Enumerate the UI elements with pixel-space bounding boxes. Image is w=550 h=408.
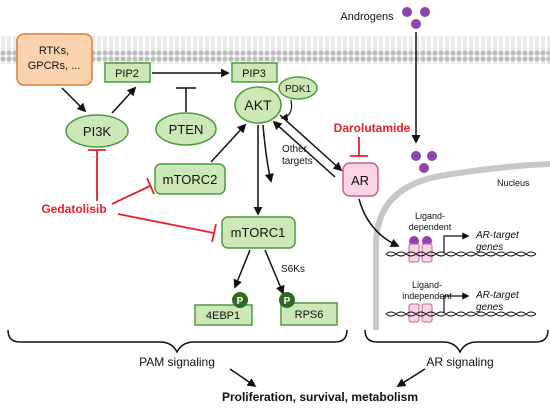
darolutamide-label: Darolutamide (334, 121, 411, 135)
ar-node (342, 162, 379, 197)
ar-label: AR (351, 173, 369, 188)
ar-target-genes-label-line2: genes (476, 242, 503, 253)
androgen-molecule (420, 7, 430, 17)
ar-target-genes-label-line1: AR-target (475, 230, 520, 241)
pip2-node (104, 62, 151, 83)
outcome-label: Proliferation, survival, metabolism (222, 390, 418, 404)
ar-target-genes-label-line1: AR-target (475, 290, 520, 301)
akt-label: AKT (244, 97, 272, 113)
eif4ebp1-node (194, 304, 253, 326)
other-targets-label-line1: Other (282, 144, 308, 155)
phospho-badge (279, 292, 295, 308)
gedatolisib-to-mtorc2-line (111, 185, 151, 205)
phospho-label: P (284, 296, 291, 307)
androgen-molecule (427, 151, 437, 161)
dna-strand (385, 251, 537, 257)
akt-node (234, 86, 282, 124)
mtorc1-label: mTORC1 (231, 225, 286, 240)
mtorc2-to-akt-arrow (210, 123, 247, 163)
pten-label: PTEN (169, 122, 204, 137)
dna-strand (385, 311, 537, 317)
pam-signaling-brace (7, 329, 348, 354)
gedatolisib-label: Gedatolisib (41, 202, 106, 216)
gedatolisib-to-mtorc1-bar (211, 223, 217, 243)
mtorc2-label: mTORC2 (163, 172, 218, 187)
pip3-node (231, 62, 278, 83)
eif4ebp1-label: 4EBP1 (206, 310, 240, 322)
receptors-box (16, 33, 93, 86)
receptors-label-line2: GPCRs, ... (28, 60, 81, 72)
transcription-arrow (443, 232, 470, 253)
pam-signaling-label: PAM signaling (139, 355, 215, 369)
androgen-molecule (419, 163, 429, 173)
pam-to-outcome-arrow (229, 368, 257, 388)
dna-strand (385, 251, 537, 257)
pdk1-node (278, 76, 318, 100)
ar-to-nucleus-arrow (358, 198, 400, 248)
akt-to-ar-arrow (279, 114, 343, 172)
ligand-independent-label-line1: Ligand- (412, 280, 442, 290)
mtorc1-to-4ebp1-arrow (233, 249, 251, 289)
ar-signaling-brace (364, 329, 549, 354)
ligand-dependent-label-line2: dependent (409, 222, 452, 232)
receptors-label-line1: RTKs, (39, 45, 69, 57)
pi3k-to-pip-arrow (111, 86, 137, 114)
pi3k-label: PI3K (83, 124, 112, 139)
pdk1-label: PDK1 (285, 84, 312, 95)
rps6-label: RPS6 (295, 309, 324, 321)
androgen-molecule (402, 7, 412, 17)
mtorc2-node (154, 163, 226, 195)
ar-to-akt-arrow (272, 120, 336, 178)
transcription-arrow (443, 292, 470, 313)
ligand-dependent-label-line1: Ligand- (415, 211, 445, 221)
androgen-molecule (411, 19, 421, 29)
s6ks-label: S6Ks (281, 264, 305, 275)
phospho-badge (232, 292, 248, 308)
pi3k-node (65, 114, 129, 148)
androgen-molecule (411, 151, 421, 161)
phospho-label: P (237, 296, 244, 307)
mtorc1-node (221, 216, 296, 249)
gedatolisib-to-mtorc1-line (117, 213, 215, 234)
pip2-label: PIP2 (115, 68, 139, 80)
pten-node (155, 112, 217, 146)
nuclear-envelope (373, 161, 550, 330)
receptors-to-pi3k-arrow (61, 87, 87, 113)
akt-to-other-targets-arrow (262, 124, 274, 183)
nucleus-label: Nucleus (497, 178, 530, 188)
rps6-node (280, 302, 338, 326)
gedatolisib-to-mtorc2-bar (146, 177, 155, 195)
dna-strand (385, 311, 537, 317)
ar-to-outcome-arrow (396, 368, 426, 387)
ligand-independent-label-line2: independent (402, 291, 452, 301)
pip3-label: PIP3 (242, 68, 266, 80)
pdk1-to-akt-arrow (280, 99, 293, 121)
ar-signaling-label: AR signaling (426, 355, 493, 369)
mtorc1-to-rps6-arrow (264, 249, 285, 295)
ar-target-genes-label-line2: genes (476, 302, 503, 313)
androgens-label: Androgens (340, 11, 394, 23)
other-targets-label-line2: targets (282, 156, 313, 167)
